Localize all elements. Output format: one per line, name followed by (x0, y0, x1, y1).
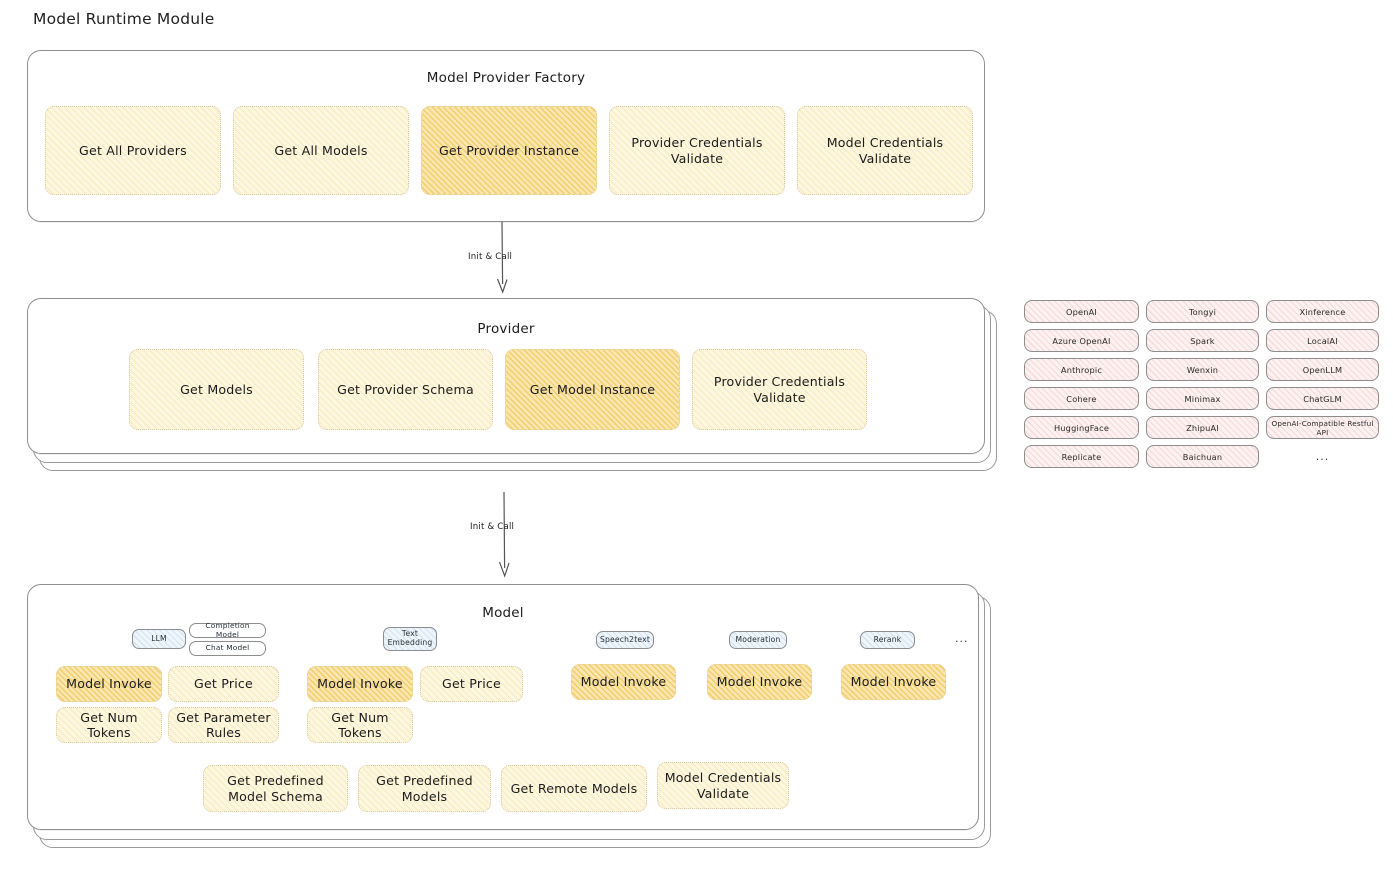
model-common-node-get-predefined-model-schema[interactable]: Get Predefined Model Schema (203, 765, 348, 812)
text-embedding-node-get-price[interactable]: Get Price (420, 666, 523, 702)
model-type-badge-rerank[interactable]: Rerank (860, 631, 915, 649)
provider-chip-openai-compatible-restful-api[interactable]: OpenAI-Compatible Restful API (1266, 416, 1379, 439)
provider-node-get-model-instance[interactable]: Get Model Instance (505, 349, 680, 430)
llm-node-model-invoke[interactable]: Model Invoke (56, 666, 162, 702)
provider-chip-replicate[interactable]: Replicate (1024, 445, 1139, 468)
factory-node-get-all-models[interactable]: Get All Models (233, 106, 409, 195)
speech2text-node-model-invoke[interactable]: Model Invoke (571, 664, 676, 700)
model-type-badge-llm[interactable]: LLM (132, 629, 186, 649)
text-embedding-node-model-invoke[interactable]: Model Invoke (307, 666, 413, 702)
provider-chip-zhipuai[interactable]: ZhipuAI (1146, 416, 1259, 439)
model-title: Model (482, 605, 524, 621)
model-type-badge-speech2text[interactable]: Speech2text (596, 631, 654, 649)
provider-chip-xinference[interactable]: Xinference (1266, 300, 1379, 323)
provider-chip-anthropic[interactable]: Anthropic (1024, 358, 1139, 381)
text-embedding-node-get-num-tokens[interactable]: Get Num Tokens (307, 707, 413, 743)
provider-chip-huggingface[interactable]: HuggingFace (1024, 416, 1139, 439)
factory-node-model-credentials-validate[interactable]: Model Credentials Validate (797, 106, 973, 195)
model-common-node-model-credentials-validate[interactable]: Model Credentials Validate (657, 762, 789, 809)
arrow-factory-to-provider-label: Init & Call (468, 252, 513, 262)
model-container: Model LLM Completion Model Chat Model Mo… (27, 584, 979, 830)
rerank-node-model-invoke[interactable]: Model Invoke (841, 664, 946, 700)
provider-node-provider-credentials-validate[interactable]: Provider Credentials Validate (692, 349, 867, 430)
provider-node-get-models[interactable]: Get Models (129, 349, 304, 430)
llm-node-get-price[interactable]: Get Price (168, 666, 279, 702)
provider-chip-wenxin[interactable]: Wenxin (1146, 358, 1259, 381)
llm-node-get-num-tokens[interactable]: Get Num Tokens (56, 707, 162, 743)
factory-node-get-all-providers[interactable]: Get All Providers (45, 106, 221, 195)
provider-node-get-provider-schema[interactable]: Get Provider Schema (318, 349, 493, 430)
provider-chip-azure-openai[interactable]: Azure OpenAI (1024, 329, 1139, 352)
provider-chip-baichuan[interactable]: Baichuan (1146, 445, 1259, 468)
model-type-badge-moderation[interactable]: Moderation (729, 631, 787, 649)
provider-chip-minimax[interactable]: Minimax (1146, 387, 1259, 410)
model-common-node-get-predefined-models[interactable]: Get Predefined Models (358, 765, 491, 812)
provider-chip-openllm[interactable]: OpenLLM (1266, 358, 1379, 381)
provider-chip-openai[interactable]: OpenAI (1024, 300, 1139, 323)
factory-node-get-provider-instance[interactable]: Get Provider Instance (421, 106, 597, 195)
arrow-provider-to-model: Init & Call (470, 491, 542, 584)
factory-node-provider-credentials-validate[interactable]: Provider Credentials Validate (609, 106, 785, 195)
provider-list-ellipsis: ... (1315, 450, 1330, 463)
provider-title: Provider (477, 321, 535, 337)
arrow-down-icon (496, 221, 508, 294)
provider-chip-localai[interactable]: LocalAI (1266, 329, 1379, 352)
provider-list: OpenAI Azure OpenAI Anthropic Cohere Hug… (1024, 300, 1379, 475)
provider-chip-chatglm[interactable]: ChatGLM (1266, 387, 1379, 410)
arrow-down-icon (498, 491, 510, 578)
page-title: Model Runtime Module (33, 10, 215, 28)
model-provider-factory-title: Model Provider Factory (426, 70, 586, 86)
model-subtype-badge-completion-model[interactable]: Completion Model (189, 621, 266, 638)
model-type-badge-text-embedding[interactable]: Text Embedding (383, 627, 437, 651)
model-provider-factory-container: Model Provider Factory Get All Providers… (27, 50, 985, 222)
model-subtype-badge-chat-model[interactable]: Chat Model (189, 641, 266, 656)
provider-chip-spark[interactable]: Spark (1146, 329, 1259, 352)
provider-chip-tongyi[interactable]: Tongyi (1146, 300, 1259, 323)
model-common-node-get-remote-models[interactable]: Get Remote Models (501, 765, 647, 812)
provider-chip-cohere[interactable]: Cohere (1024, 387, 1139, 410)
arrow-provider-to-model-label: Init & Call (470, 522, 515, 532)
moderation-node-model-invoke[interactable]: Model Invoke (707, 664, 812, 700)
provider-container: Provider Get Models Get Provider Schema … (27, 298, 985, 454)
model-types-ellipsis: ... (955, 632, 969, 645)
arrow-factory-to-provider: Init & Call (468, 221, 540, 300)
llm-node-get-parameter-rules[interactable]: Get Parameter Rules (168, 707, 279, 743)
